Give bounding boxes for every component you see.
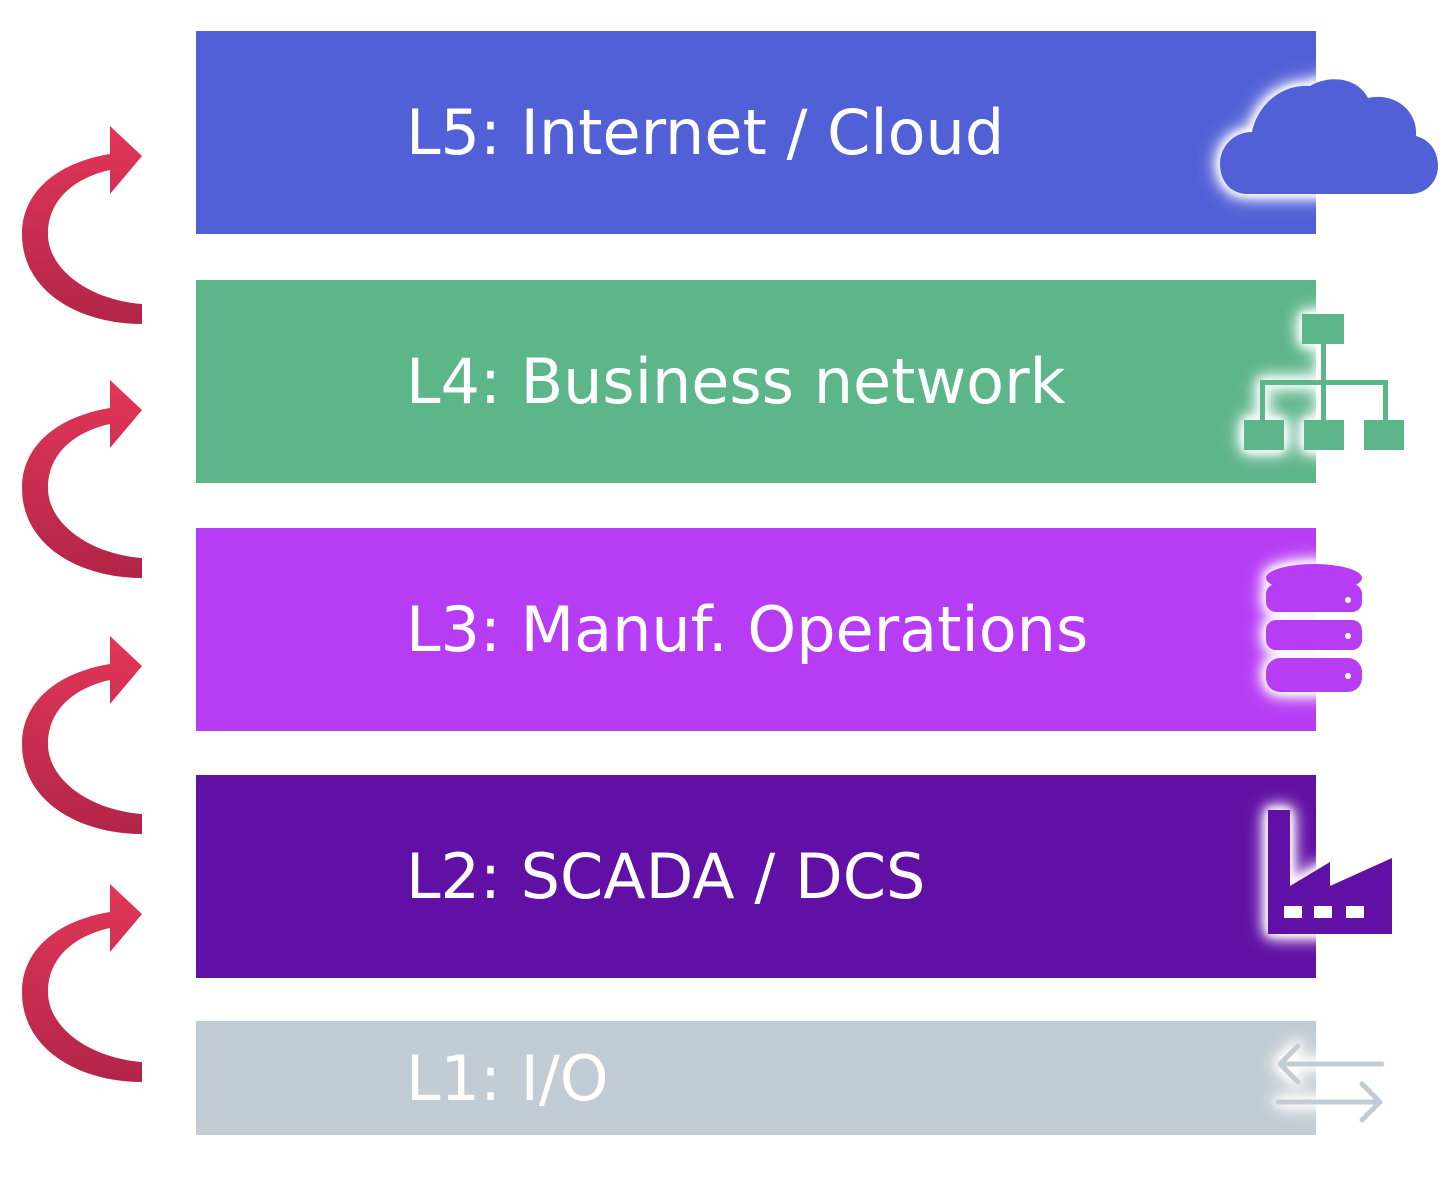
layer-l5: L5: Internet / Cloud <box>196 31 1316 234</box>
layer-label-l1: L1: I/O <box>406 1041 609 1115</box>
factory-icon <box>1268 810 1392 934</box>
layer-l4: L4: Business network <box>196 280 1316 483</box>
upward-arrow-l2-to-l3 <box>22 636 142 834</box>
upward-arrow-l4-to-l5 <box>22 126 142 324</box>
layer-label-l3: L3: Manuf. Operations <box>406 593 1089 666</box>
database-icon <box>1266 564 1362 692</box>
layer-label-l4: L4: Business network <box>406 345 1066 418</box>
layer-label-l2: L2: SCADA / DCS <box>406 840 926 913</box>
bidirectional-arrows-icon <box>1275 1043 1385 1123</box>
layer-l3: L3: Manuf. Operations <box>196 528 1316 731</box>
layer-l2: L2: SCADA / DCS <box>196 775 1316 978</box>
hierarchy-network-icon <box>1244 314 1404 450</box>
cloud-icon <box>1220 79 1438 194</box>
layer-label-l5: L5: Internet / Cloud <box>406 96 1005 169</box>
upward-arrow-l3-to-l4 <box>22 380 142 578</box>
layer-l1: L1: I/O <box>196 1021 1316 1135</box>
upward-arrow-l1-to-l2 <box>22 884 142 1082</box>
